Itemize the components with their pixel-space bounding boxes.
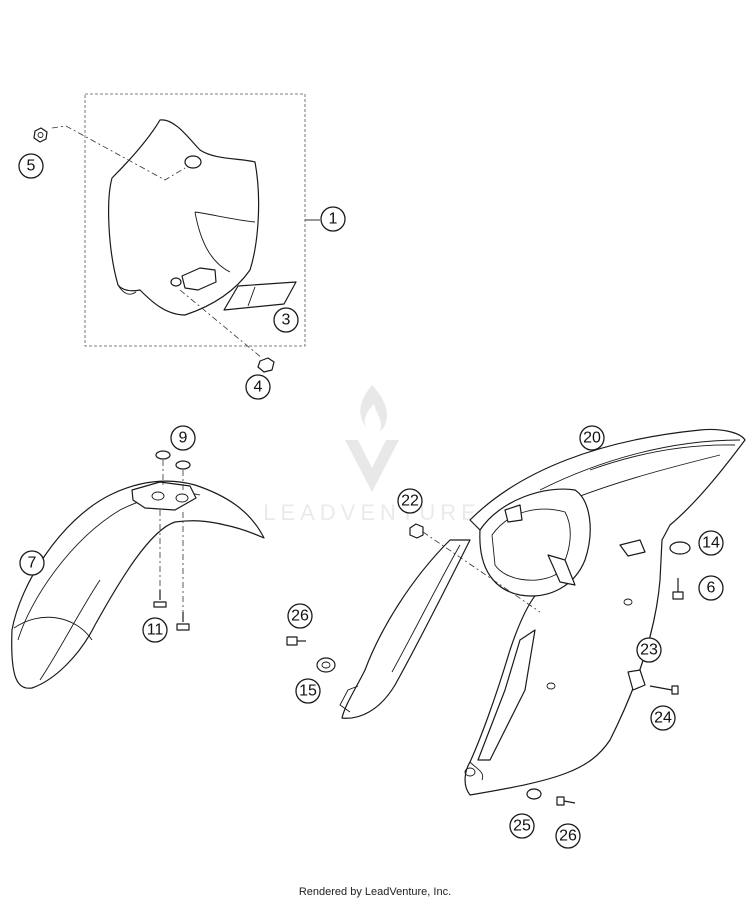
washers-9-part — [155, 450, 191, 470]
screw-5-part — [33, 127, 48, 143]
callout-7: 7 — [19, 550, 45, 576]
screw-6-part — [672, 578, 684, 600]
screw-26-bottom-part — [556, 796, 576, 806]
svg-text:25: 25 — [513, 818, 531, 835]
screws-11-part — [153, 590, 190, 631]
callout-4: 4 — [245, 374, 271, 400]
callout-25: 25 — [509, 813, 535, 839]
front-number-plate — [108, 119, 260, 316]
svg-text:7: 7 — [28, 555, 37, 572]
svg-text:23: 23 — [640, 642, 658, 659]
rubber-15-part — [316, 657, 336, 673]
svg-text:1: 1 — [329, 211, 338, 228]
callout-3: 3 — [273, 307, 299, 333]
callout-5: 5 — [18, 153, 44, 179]
number-plate-decal — [223, 281, 297, 311]
grommet-14-part — [669, 541, 691, 555]
callout-11: 11 — [142, 617, 168, 643]
svg-text:26: 26 — [291, 608, 309, 625]
callout-1: 1 — [320, 206, 346, 232]
leadventure-watermark: LEADVENTURE — [263, 385, 481, 525]
rear-fender-side-panels — [339, 428, 746, 796]
watermark-text: LEADVENTURE — [263, 500, 481, 525]
front-fender — [11, 480, 265, 689]
svg-text:9: 9 — [179, 430, 188, 447]
svg-text:22: 22 — [401, 493, 419, 510]
spacer-23-part — [627, 669, 646, 691]
svg-text:24: 24 — [654, 710, 672, 727]
callout-26-top: 26 — [287, 603, 313, 629]
svg-text:6: 6 — [707, 580, 716, 597]
callout-20: 20 — [579, 425, 605, 451]
render-credit: Rendered by LeadVenture, Inc. — [298, 886, 452, 898]
svg-text:20: 20 — [583, 430, 601, 447]
washer-25-part — [526, 788, 542, 800]
callout-26-bottom: 26 — [555, 823, 581, 849]
screw-24-part — [649, 685, 679, 695]
svg-text:15: 15 — [299, 683, 317, 700]
screw-4-part — [257, 357, 275, 373]
callout-23: 23 — [636, 637, 662, 663]
callout-9: 9 — [170, 425, 196, 451]
callout-22: 22 — [397, 488, 423, 514]
callout-6: 6 — [698, 575, 724, 601]
svg-text:5: 5 — [27, 158, 36, 175]
nut-22-part — [409, 523, 424, 539]
callout-24: 24 — [650, 705, 676, 731]
svg-text:3: 3 — [282, 312, 291, 329]
svg-text:14: 14 — [702, 535, 720, 552]
svg-text:26: 26 — [559, 828, 577, 845]
callout-14: 14 — [698, 530, 724, 556]
callout-15: 15 — [295, 678, 321, 704]
screw-26-top-part — [286, 636, 306, 646]
svg-text:11: 11 — [147, 622, 164, 639]
svg-text:4: 4 — [254, 379, 263, 396]
